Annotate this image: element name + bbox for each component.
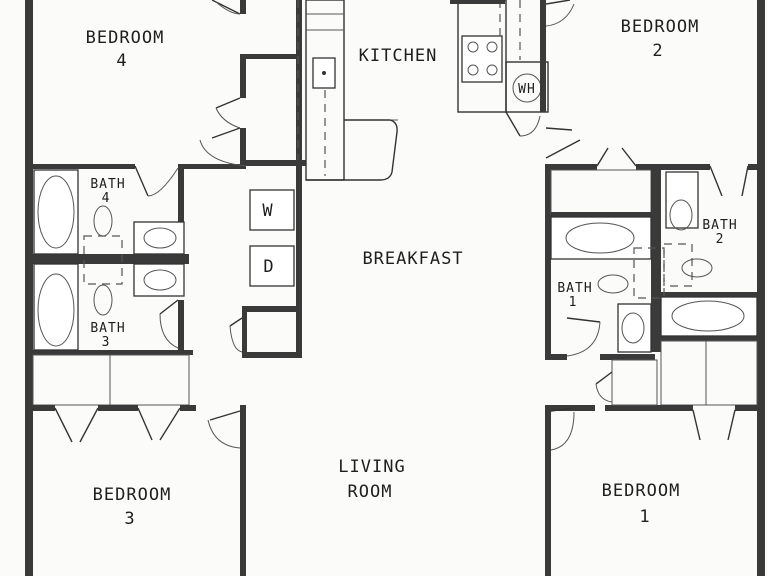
kitchen-name: KITCHEN [359, 46, 438, 66]
bedroom-2-number: 2 [652, 41, 663, 61]
bath-4-name: BATH [90, 177, 125, 192]
laundry [249, 189, 295, 287]
dryer-label: D [263, 257, 274, 277]
water-heater-label: WH [518, 82, 536, 97]
bedroom-2-name: BEDROOM [621, 17, 700, 37]
bath-1-name: BATH [557, 281, 592, 296]
washer-box [249, 189, 295, 231]
bath-fixtures [33, 169, 758, 353]
breakfast-name: BREAKFAST [362, 249, 463, 269]
bath-2-name: BATH [702, 218, 737, 233]
kitchen-walls [305, 0, 507, 181]
living-room-line2: ROOM [348, 482, 393, 502]
bath-3-name: BATH [90, 321, 125, 336]
left-wing-walls [32, 0, 306, 576]
room-labels: BEDROOM 4 BEDROOM 2 KITCHEN BREAKFAST LI… [86, 17, 737, 529]
bedroom-1-number: 1 [639, 507, 650, 527]
living-room-line1: LIVING [338, 457, 405, 477]
dryer-box [249, 245, 295, 287]
bath-3-number: 3 [102, 335, 111, 350]
doors [54, 0, 749, 451]
bedroom-4-number: 4 [116, 51, 127, 71]
bedroom-1-name: BEDROOM [602, 481, 681, 501]
exterior-walls [25, 0, 765, 576]
washer-label: W [262, 201, 273, 221]
bedroom-3-number: 3 [124, 509, 135, 529]
bath-2-number: 2 [716, 232, 725, 247]
bath-1-number: 1 [569, 295, 578, 310]
cooktop [461, 35, 503, 83]
bedroom-4-name: BEDROOM [86, 28, 165, 48]
bedroom-3-name: BEDROOM [93, 485, 172, 505]
bath-4-number: 4 [102, 191, 111, 206]
